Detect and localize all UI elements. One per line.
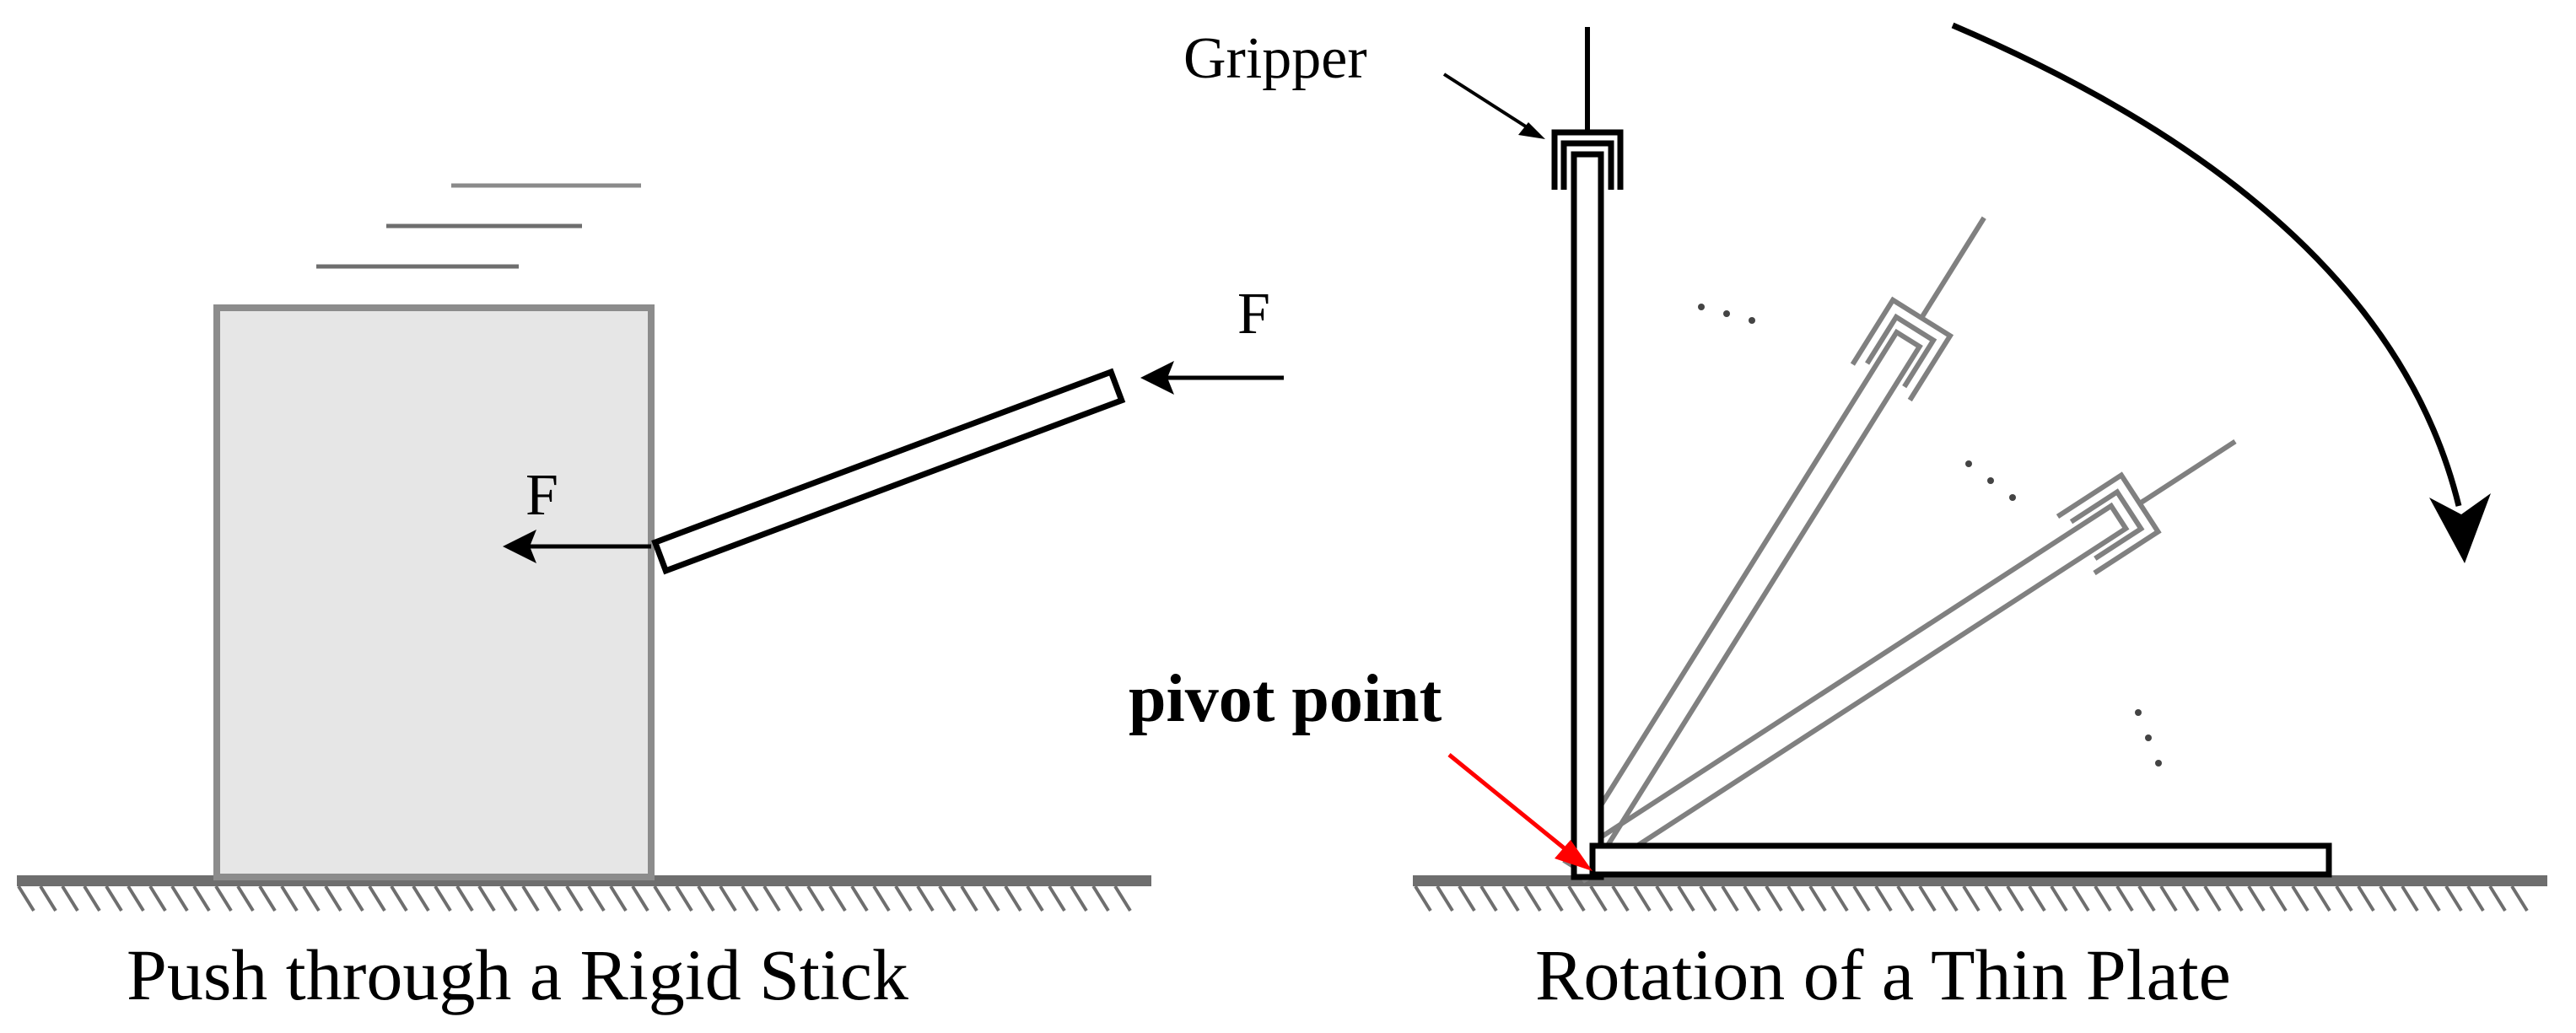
pivot-arrow [1447, 753, 1592, 871]
right-caption: Rotation of a Thin Plate [1535, 934, 2231, 1015]
force-label-stick: F [1237, 282, 1270, 347]
thin-plate-vertical [1551, 27, 1624, 880]
pivot-point-label: pivot point [1129, 662, 1442, 736]
left-caption: Push through a Rigid Stick [127, 934, 908, 1015]
left-panel: F F Push through a Rigid Stick [17, 183, 1284, 1015]
motion-lines [316, 183, 641, 269]
thin-plate-horizontal [1589, 842, 2332, 878]
gripper-label: Gripper [1183, 26, 1367, 91]
ellipsis-dots [1698, 304, 2162, 767]
ghost-plate-30deg [1566, 438, 2237, 884]
gripper [1560, 140, 1614, 190]
ghost-plate-60deg [1562, 216, 1986, 880]
right-ground [1413, 875, 2547, 912]
gripper-leader [1442, 73, 1545, 139]
pushed-box [213, 304, 655, 880]
force-label-box: F [525, 463, 558, 528]
force-arrow-box [503, 530, 651, 563]
force-arrow-stick [1140, 361, 1284, 395]
left-ground [17, 875, 1151, 912]
rotation-arrow [1951, 22, 2491, 563]
right-panel: Gripper pivot point Rotation of a Thin P… [1129, 22, 2547, 1015]
rigid-stick [651, 368, 1126, 575]
